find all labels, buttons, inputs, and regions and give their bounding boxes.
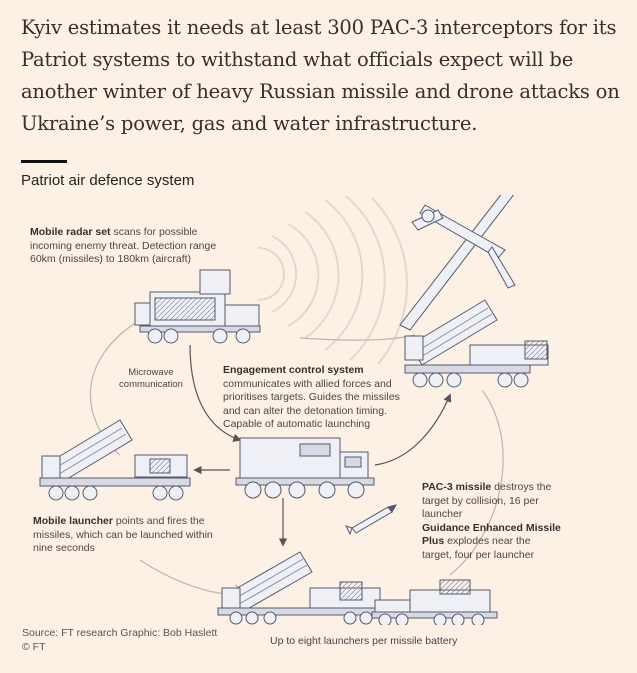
launcher-label: Mobile launcher points and fires the mis… bbox=[33, 515, 213, 555]
radar-label: Mobile radar set scans for possible inco… bbox=[30, 226, 217, 266]
source-line: Source: FT research Graphic: Bob Haslett bbox=[22, 627, 218, 639]
pac3-label: PAC-3 missile destroys the target by col… bbox=[422, 481, 561, 561]
radar-truck bbox=[134, 269, 261, 344]
title-rule bbox=[21, 160, 67, 163]
pac3-missile bbox=[345, 504, 398, 536]
left-launcher bbox=[39, 419, 191, 501]
bottom-launcher bbox=[217, 551, 384, 625]
flow-arrows bbox=[189, 344, 452, 547]
source-credit: Source: FT research Graphic: Bob Haslett… bbox=[22, 626, 217, 654]
radar-waves bbox=[257, 195, 408, 365]
microwave-label: Microwave communication bbox=[119, 367, 183, 390]
chart-title: Patriot air defence system bbox=[21, 172, 195, 189]
headline: Kyiv estimates it needs at least 300 PAC… bbox=[21, 16, 620, 135]
copyright-line: © FT bbox=[22, 641, 46, 653]
power-truck bbox=[371, 579, 498, 625]
engagement-truck bbox=[235, 437, 375, 499]
patriot-diagram bbox=[39, 195, 549, 625]
battery-note: Up to eight launchers per missile batter… bbox=[270, 635, 458, 647]
right-launcher bbox=[404, 299, 549, 388]
drone bbox=[399, 195, 516, 331]
